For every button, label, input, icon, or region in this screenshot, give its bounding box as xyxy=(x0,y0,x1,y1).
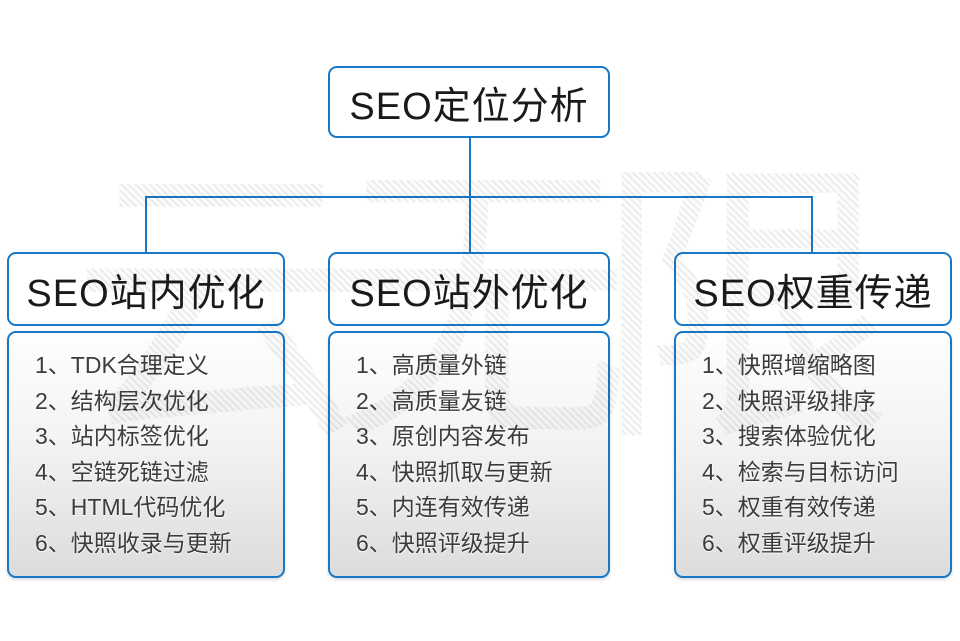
connector-middle-drop xyxy=(469,198,471,252)
connector-root-vertical xyxy=(469,138,471,197)
column-onsite-panel: 1、TDK合理定义 2、结构层次优化 3、站内标签优化 4、空链死链过滤 5、H… xyxy=(7,331,285,578)
list-item: 2、快照评级排序 xyxy=(702,387,876,414)
connector-right-drop xyxy=(811,198,813,252)
root-node-title: SEO定位分析 xyxy=(349,85,589,128)
list-item: 6、权重评级提升 xyxy=(702,529,876,556)
list-item: 5、权重有效传递 xyxy=(702,494,876,520)
list-item: 3、搜索体验优化 xyxy=(702,423,876,449)
column-offsite-title: SEO站外优化 xyxy=(349,272,589,315)
list-item: 4、检索与目标访问 xyxy=(702,458,899,485)
list-item: 1、高质量外链 xyxy=(356,352,507,378)
column-weight-header: SEO权重传递 xyxy=(674,252,952,326)
list-item: 2、高质量友链 xyxy=(356,387,507,414)
column-weight-panel: 1、快照增缩略图 2、快照评级排序 3、搜索体验优化 4、检索与目标访问 5、权… xyxy=(674,331,952,578)
list-item: 4、快照抓取与更新 xyxy=(356,458,553,485)
connector-horizontal-bus xyxy=(145,196,813,198)
list-item: 1、快照增缩略图 xyxy=(702,352,876,378)
column-weight-title: SEO权重传递 xyxy=(693,272,933,315)
list-item: 1、TDK合理定义 xyxy=(35,352,209,378)
column-onsite-title: SEO站内优化 xyxy=(26,272,266,315)
column-onsite-header: SEO站内优化 xyxy=(7,252,285,326)
column-offsite-header: SEO站外优化 xyxy=(328,252,610,326)
list-item: 4、空链死链过滤 xyxy=(35,458,209,485)
list-item: 2、结构层次优化 xyxy=(35,387,209,414)
list-item: 3、站内标签优化 xyxy=(35,423,209,449)
list-item: 5、HTML代码优化 xyxy=(35,494,226,520)
list-item: 5、内连有效传递 xyxy=(356,494,530,520)
list-item: 6、快照评级提升 xyxy=(356,529,530,556)
root-node: SEO定位分析 xyxy=(328,66,610,138)
column-offsite-panel: 1、高质量外链 2、高质量友链 3、原创内容发布 4、快照抓取与更新 5、内连有… xyxy=(328,331,610,578)
connector-left-drop xyxy=(145,198,147,252)
list-item: 3、原创内容发布 xyxy=(356,423,530,449)
list-item: 6、快照收录与更新 xyxy=(35,529,232,556)
